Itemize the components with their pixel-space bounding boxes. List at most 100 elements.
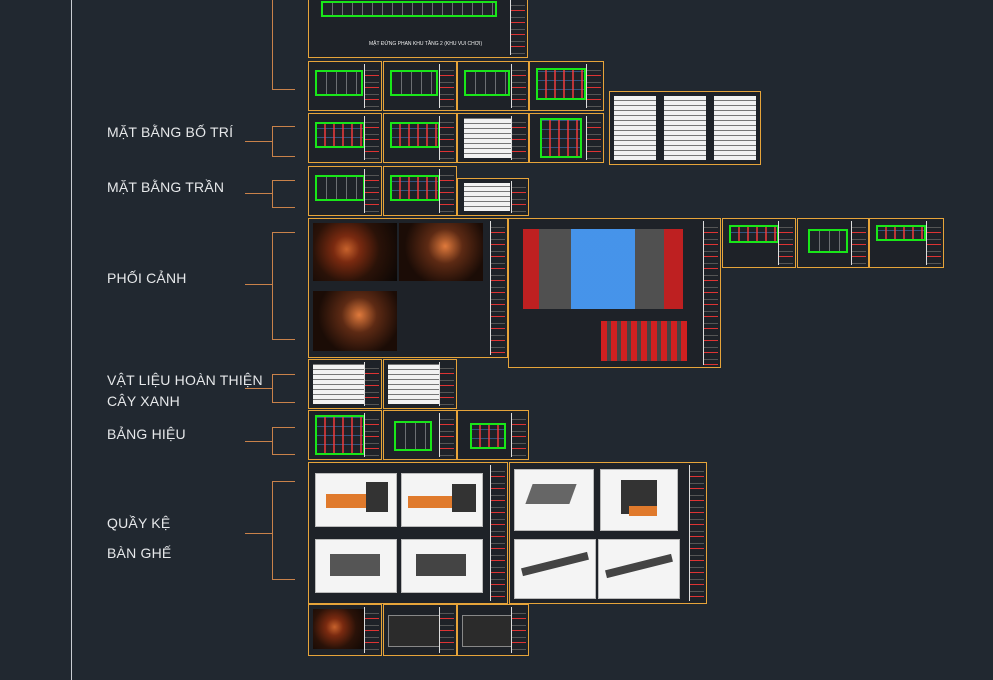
material-table [313,364,365,404]
elevation-drawing [388,615,444,647]
schedule-table [614,96,656,160]
material-table [388,364,440,404]
sign-drawing [470,423,506,449]
sheet-furniture[interactable] [509,462,707,604]
sheet-signage[interactable] [383,410,457,460]
title-block [511,413,526,457]
render-image [399,223,483,281]
sheet-layout-plan[interactable] [308,113,382,163]
schedule-table [464,118,512,158]
bracket-bo-tri [272,126,295,157]
plan-drawing [729,225,779,243]
label-cay-xanh: CÂY XANH [107,393,180,409]
plan-drawing [876,225,926,241]
plan-drawing [808,229,848,253]
sheet-plan[interactable] [308,61,382,111]
title-block [778,221,793,265]
title-block [439,169,454,213]
sheet-elevation-top[interactable]: MẶT ĐỨNG PHAN KHU TẦNG 2 (KHU VUI CHƠI) [308,0,528,58]
title-block [689,465,704,601]
bracket-tran [272,180,295,208]
sheet-plan[interactable] [383,61,457,111]
bracket-stub [245,533,272,534]
sheet-signage[interactable] [457,410,529,460]
label-vat-lieu-hoan-thien: VẬT LIỆU HOÀN THIỆN [107,372,263,388]
sheet-perspective[interactable] [308,218,508,358]
bracket-bang-hieu [272,427,295,455]
bracket-vat-lieu [272,374,295,403]
sheet-layout-plan[interactable] [383,113,457,163]
render-image [313,609,367,649]
title-block [439,64,454,108]
title-block [510,0,525,55]
label-ban-ghe: BÀN GHẾ [107,545,172,561]
facade-drawing [523,229,683,309]
title-block [364,362,379,406]
sheet-facade-elevation[interactable] [508,218,721,368]
sheet-detail[interactable] [722,218,796,268]
plan-drawing [315,122,365,148]
sheet-ceiling-plan[interactable] [308,166,382,216]
title-block [586,116,601,160]
sheet-tables[interactable] [609,91,761,165]
model-space-divider [71,0,72,680]
bracket-quay-ke [272,481,295,580]
plan-drawing [390,122,440,148]
render-image [313,291,397,351]
sheet-schedule[interactable] [457,113,529,163]
title-block [511,116,526,160]
sheet-detail[interactable] [869,218,944,268]
bracket-phoi-canh [272,232,295,340]
title-block [364,64,379,108]
sheet-detail[interactable] [797,218,869,268]
title-block [439,116,454,160]
title-block [364,413,379,457]
sheet-layout-plan[interactable] [529,113,604,163]
sign-drawing [315,415,365,455]
title-block [511,64,526,108]
facade-detail [601,321,687,361]
sheet-elevation[interactable] [383,604,457,656]
counter-render [315,473,397,527]
bench-render [315,539,397,593]
label-phoi-canh: PHỐI CẢNH [107,270,187,286]
plan-drawing [464,70,510,96]
label-quay-ke: QUẦY KỆ [107,515,171,531]
schedule-table [464,183,510,211]
sheet-plants[interactable] [383,359,457,409]
bracket-stub [245,141,272,142]
sheet-signage[interactable] [308,410,382,460]
label-bang-hieu: BẢNG HIỆU [107,426,186,442]
sheet-render[interactable] [308,604,382,656]
label-mat-bang-bo-tri: MẶT BẰNG BỐ TRÍ [107,124,234,140]
plan-drawing [315,70,363,96]
sheet-elevation[interactable] [457,604,529,656]
label-mat-bang-tran: MẶT BẰNG TRẦN [107,179,225,195]
bar-render [598,539,680,599]
title-block [511,181,526,213]
title-block [439,413,454,457]
bracket-top [272,0,295,90]
schedule-table [664,96,706,160]
title-block [364,116,379,160]
sheet-plan[interactable] [457,61,529,111]
table-render [514,469,594,531]
sheet-ceiling-plan[interactable] [383,166,457,216]
sofa-render [600,469,678,531]
bracket-stub [245,441,272,442]
sheet-materials[interactable] [308,359,382,409]
bar-render [514,539,596,599]
schedule-table [714,96,756,160]
render-image [313,223,397,281]
sign-drawing [394,421,432,451]
sheet-counter-shelf[interactable] [308,462,508,604]
title-block [851,221,866,265]
elevation-drawing [321,1,497,17]
title-block [364,607,379,653]
title-block [586,64,601,108]
sheet-schedule[interactable] [457,178,529,216]
sheet-plan[interactable] [529,61,604,111]
bracket-stub [245,284,272,285]
title-block [490,221,505,355]
title-block [490,465,505,601]
